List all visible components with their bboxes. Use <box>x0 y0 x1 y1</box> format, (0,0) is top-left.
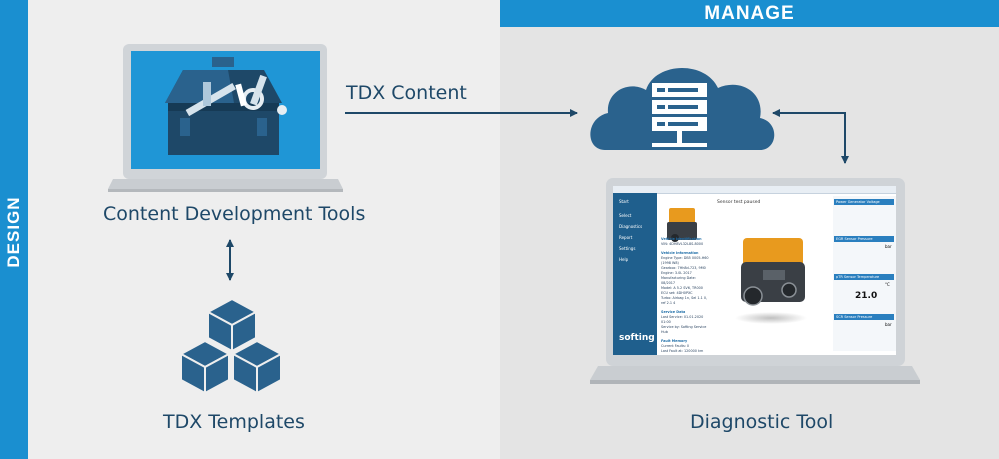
section-title-vehicle-info: Vehicle Information <box>661 251 699 255</box>
info-line: Service by: Softing Service Hub <box>661 325 707 334</box>
nav-item-select[interactable]: Select <box>619 213 632 218</box>
vehicle-info-panel: Vehicle Identification VIN: 4DH8VL32L8S-… <box>661 199 709 354</box>
section-title-vehicle-id: Vehicle Identification <box>661 237 702 241</box>
caption-tdx-content: TDX Content <box>346 82 467 104</box>
toolbox-icon <box>165 57 287 155</box>
cloud-tool-arrow <box>772 109 849 164</box>
info-line: Current Faults: 0 <box>661 344 690 348</box>
cubes-icon <box>180 298 282 394</box>
app-titlebar <box>613 186 896 194</box>
gauge-unit-egr: bar <box>885 244 892 249</box>
info-line: ECU set: 4DH0PXC <box>661 291 693 295</box>
info-line: Manufacturing Date: 08/2017 <box>661 276 696 285</box>
info-line: Turbo: Airbag 1n, Sel 1.1 0, ref 2.1 4 <box>661 296 708 305</box>
caption-content-dev-tools: Content Development Tools <box>103 203 366 225</box>
info-line: Engine Type: DB5 0005-H60 (1998 W8) <box>661 256 709 265</box>
caption-diagnostic-tool: Diagnostic Tool <box>690 411 834 433</box>
gauge-unit-temp: °C <box>885 282 890 287</box>
caption-tdx-templates: TDX Templates <box>163 411 305 433</box>
gauge-unit-scr: bar <box>885 322 892 327</box>
engine-image-icon <box>735 238 807 324</box>
manage-label: MANAGE <box>704 3 795 24</box>
design-band: DESIGN <box>0 0 28 459</box>
gauge-title-egr: EGR Sensor Pressure <box>834 236 894 242</box>
gauge-title-voltage: Power Generator Voltage <box>834 199 894 205</box>
engine-thumbnail-icon <box>667 208 697 242</box>
nav-item-diagnostics[interactable]: Diagnostics <box>619 224 643 229</box>
info-line: Model: A 5.2 SV6, TR000 <box>661 286 703 290</box>
gauge-title-scr: SCR Sensor Pressure <box>834 314 894 320</box>
info-line: Last Service: 01.01.2020 01:00 <box>661 315 704 324</box>
diagnostic-app-screen: Start Select Diagnostics Report Settings… <box>613 186 896 355</box>
sensor-status-text: Sensor test paused <box>717 200 761 205</box>
section-title-service: Service Data <box>661 310 686 314</box>
app-graphics <box>667 208 889 332</box>
info-line: VIN: 4DH8VL32L8S-8000 <box>661 242 704 246</box>
softing-logo: softing <box>619 333 655 343</box>
nav-item-settings[interactable]: Settings <box>619 246 636 251</box>
gauges-panel: Power Generator Voltage EGR Sensor Press… <box>833 196 896 351</box>
gauge-value-temp: 21.0 <box>855 291 878 301</box>
nav-item-report[interactable]: Report <box>619 235 633 240</box>
cloud-server-icon <box>590 67 775 150</box>
info-line: Engine: 3.0L 2017 <box>661 271 692 275</box>
app-sidebar: Start Select Diagnostics Report Settings… <box>613 193 657 355</box>
nav-item-start[interactable]: Start <box>619 199 629 204</box>
info-line: Last Fault at: 120000 km <box>661 349 704 353</box>
gauge-title-temp: pTR Sensor Temperature <box>834 274 894 280</box>
nav-item-help[interactable]: Help <box>619 257 629 262</box>
info-line: Gearbox: 7Hh8d-723, 9M0 <box>661 266 706 270</box>
section-title-fault: Fault Memory <box>661 339 688 343</box>
manage-band: MANAGE <box>500 0 999 27</box>
